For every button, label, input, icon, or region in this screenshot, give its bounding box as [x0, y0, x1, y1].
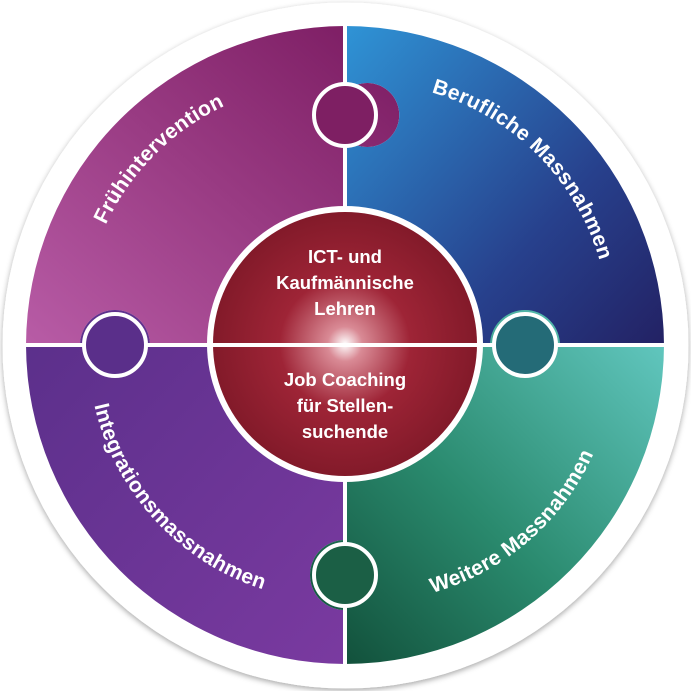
center-top-line-2: Kaufmännische: [276, 272, 414, 293]
knob-right: [492, 312, 558, 378]
knob-bottom: [312, 542, 378, 608]
center-top-line-3: Lehren: [314, 298, 376, 319]
center-bottom-line-2: für Stellen-: [297, 395, 394, 416]
center-top-line-1: ICT- und: [308, 246, 382, 267]
center-bottom-line-3: suchende: [302, 421, 388, 442]
knob-left: [82, 312, 148, 378]
knob-top: [312, 82, 378, 148]
center-bottom-line-1: Job Coaching: [284, 369, 406, 390]
